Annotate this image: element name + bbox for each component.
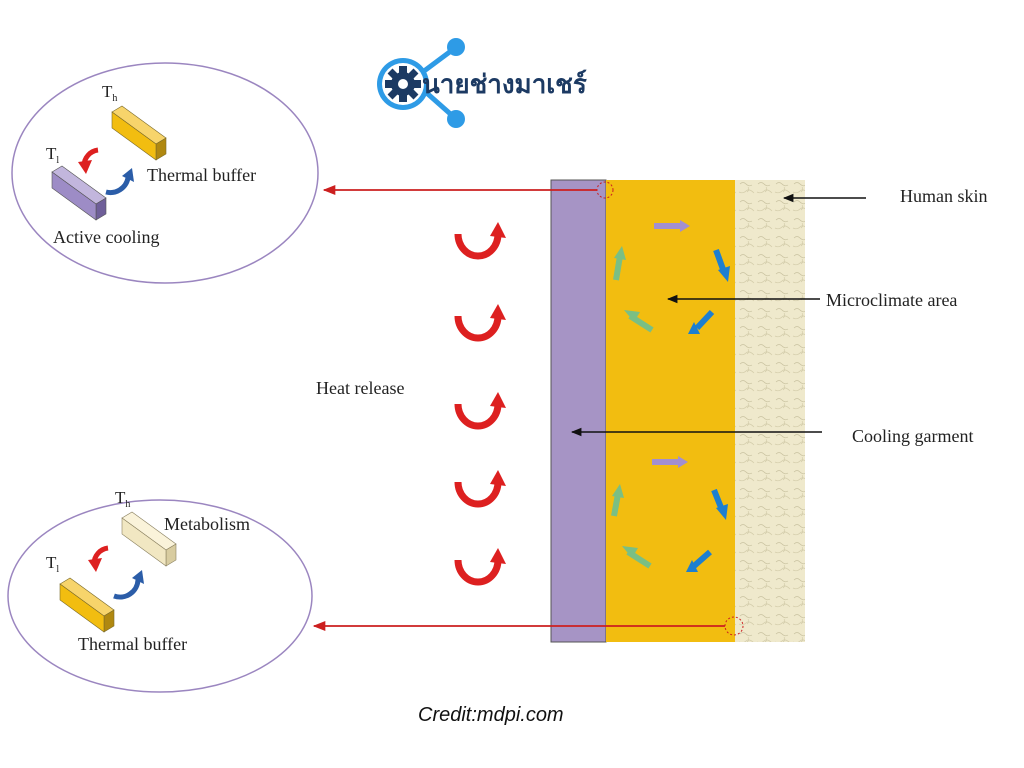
heat-release-label: Heat release [316,378,405,398]
inset-top-t-low: Tl [46,144,60,166]
inset-bottom-lower-label: Thermal buffer [78,634,188,654]
inset-top-cycle-arrows [78,147,134,195]
cooling-garment-layer [550,179,607,643]
human-skin-label: Human skin [900,186,988,206]
inset-top-upper-label: Thermal buffer [147,165,257,185]
inset-bottom-hot-block [121,511,177,567]
inset-bottom-cycle-arrows [88,545,144,600]
heat-release-arrows [458,222,506,582]
heat-arrow [458,470,506,504]
microclimate-area-label: Microclimate area [826,290,958,310]
inset-bottom-cold-block [59,577,115,633]
inset-bottom-ellipse [7,499,313,693]
human-skin-layer [735,180,805,642]
inset-top-hot-block [111,105,167,161]
inset-bottom-t-low: Tl [46,553,60,575]
heat-arrow [458,222,506,256]
gear-icon [385,66,421,102]
inset-top-cold-block [51,165,107,221]
heat-arrow [458,548,506,582]
heat-arrow [458,392,506,426]
inset-top-ellipse [11,62,319,284]
inset-top-lower-label: Active cooling [53,227,160,247]
circulation-arrows-upper [613,220,730,334]
cooling-garment-label: Cooling garment [852,426,974,446]
inset-top-t-high: Th [102,82,118,104]
credit-text: Credit:mdpi.com [418,704,564,726]
circulation-arrows-lower [611,456,728,572]
inset-bottom-upper-label: Metabolism [164,514,250,534]
logo-text: นายช่างมาเชร์ [422,70,587,100]
microclimate-layer [606,180,735,642]
inset-bottom-t-high: Th [115,488,131,510]
heat-arrow [458,304,506,338]
logo-graphic [377,38,465,128]
